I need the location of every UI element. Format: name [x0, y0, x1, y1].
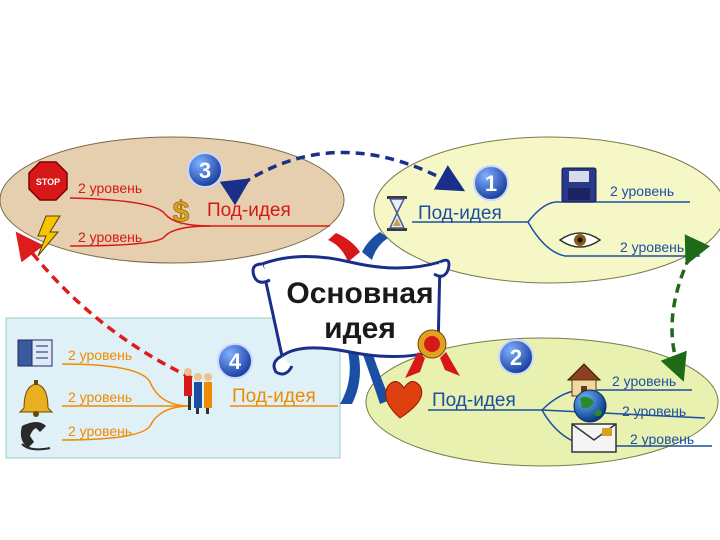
branch-3-title: Под-идея: [207, 200, 291, 221]
branch-3-child-1-label: 2 уровень: [78, 180, 142, 196]
badge-1: 1: [473, 165, 509, 201]
badge-3-number: 3: [199, 158, 211, 183]
badge-4: 4: [217, 343, 253, 379]
rosette-ribbon-icon: [405, 329, 460, 378]
central-idea-scroll: [251, 255, 451, 376]
central-idea-line1: Основная: [286, 277, 433, 310]
branch-1-lines: [412, 201, 700, 257]
connector-to-1: [362, 232, 388, 260]
badge-1-number: 1: [485, 171, 497, 196]
dollar-icon: $: [172, 196, 190, 230]
branch-4-child-2-label: 2 уровень: [68, 389, 132, 405]
branch-4-child-1-label: 2 уровень: [68, 347, 132, 363]
connector-to-4: [340, 352, 360, 404]
branch-1-title: Под-идея: [418, 203, 502, 224]
stop-sign-text: STOP: [36, 177, 60, 187]
branch-2-child-3-label: 2 уровень: [630, 431, 694, 447]
branch-4-title: Под-идея: [232, 386, 316, 407]
branch-3-child-2-label: 2 уровень: [78, 229, 142, 245]
eye-icon: [558, 232, 602, 248]
envelope-icon: [571, 423, 617, 453]
book-icon: [17, 339, 53, 367]
lightning-icon: [37, 215, 61, 257]
branch-2-child-1-label: 2 уровень: [612, 373, 676, 389]
branch-2-title: Под-идея: [432, 390, 516, 411]
telephone-icon: [20, 422, 51, 451]
dashed-arrow-3-to-1: [219, 150, 466, 206]
branch-1-child-1-label: 2 уровень: [610, 183, 674, 199]
hourglass-icon: [387, 196, 407, 231]
badge-2: 2: [498, 339, 534, 375]
badge-4-number: 4: [229, 349, 242, 374]
badge-2-number: 2: [510, 345, 522, 370]
heart-icon: [385, 381, 423, 419]
bell-icon: [18, 380, 54, 417]
connector-to-2: [362, 352, 390, 404]
branch-3-lines: [69, 197, 330, 247]
branch-2-child-2-label: 2 уровень: [622, 403, 686, 419]
floppy-disk-icon: [561, 167, 597, 203]
stop-sign-icon: STOP: [28, 161, 68, 201]
branch-4-lines: [61, 363, 338, 441]
dashed-arrow-4-to-3: [15, 231, 193, 380]
svg-text:$: $: [173, 196, 190, 229]
branch-1-child-2-label: 2 уровень: [620, 239, 684, 255]
central-idea-line2: идея: [324, 312, 396, 345]
globe-icon: [573, 389, 607, 423]
connector-to-3: [328, 233, 360, 262]
dashed-arrow-1-to-2: [660, 234, 711, 382]
badge-3: 3: [187, 152, 223, 188]
people-icon: [184, 368, 212, 414]
branch-4-child-3-label: 2 уровень: [68, 423, 132, 439]
